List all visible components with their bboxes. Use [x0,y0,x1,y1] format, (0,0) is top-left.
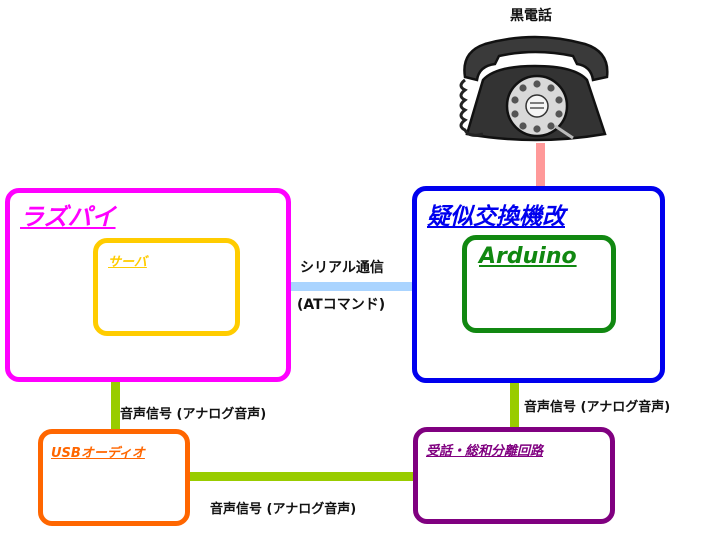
serial-connector-line [238,282,466,291]
usb-audio-box: USBオーディオ [38,429,190,526]
serial-label: シリアル通信 [300,260,384,276]
audio-connector-bottom [188,472,416,481]
phone-connector-line [536,143,545,188]
separator-box: 受話・総和分離回路 [413,427,615,524]
server-title: サーバ [108,255,147,270]
arduino-title: Arduino [479,244,577,269]
separator-title: 受話・総和分離回路 [426,444,544,459]
exchange-title: 疑似交換機改 [427,204,565,230]
phone-label: 黒電話 [510,8,552,24]
server-box: サーバ [93,238,240,336]
audio-label-left: 音声信号 (アナログ音声) [120,407,267,422]
raspi-title: ラズパイ [20,203,116,231]
usb-audio-title: USBオーディオ [51,446,145,461]
rotary-phone-icon [459,35,609,142]
audio-connector-right [510,381,519,429]
serial-sublabel: (ATコマンド) [297,297,386,313]
arduino-box: Arduino [462,235,616,333]
audio-label-bottom: 音声信号 (アナログ音声) [210,502,357,517]
audio-connector-left [111,381,120,432]
audio-label-right: 音声信号 (アナログ音声) [524,400,671,415]
